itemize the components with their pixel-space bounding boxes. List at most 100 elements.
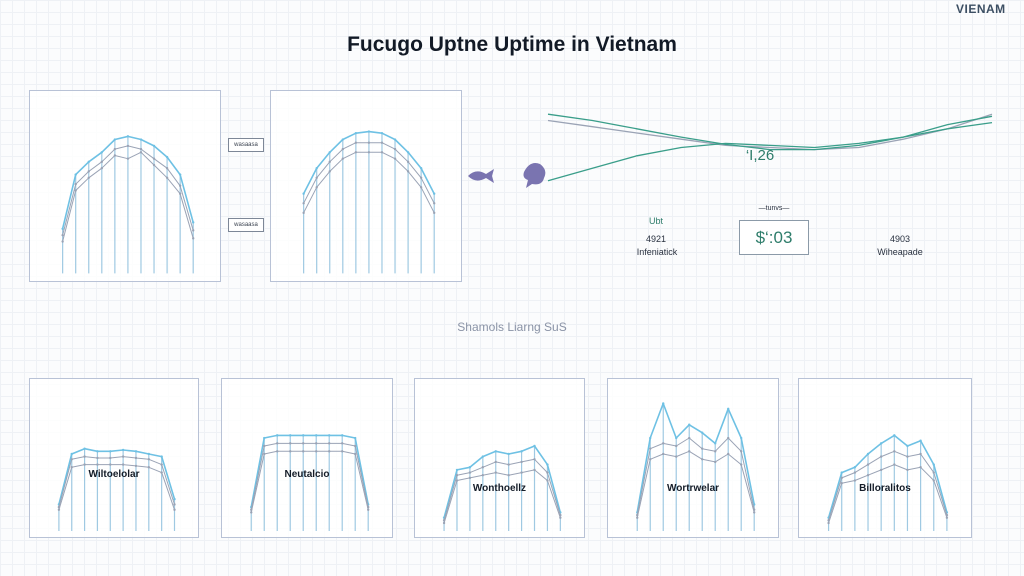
fish-icon: [466, 166, 496, 192]
data-point: [636, 516, 639, 519]
data-point: [139, 147, 143, 151]
data-point: [866, 463, 870, 466]
data-point: [753, 511, 756, 514]
data-point: [83, 455, 86, 458]
data-point: [328, 434, 331, 437]
data-point: [276, 434, 279, 437]
series-line-2: [636, 450, 755, 518]
data-point: [250, 511, 253, 514]
data-point: [354, 444, 357, 448]
data-point: [263, 452, 266, 456]
data-point: [879, 468, 883, 472]
data-point: [853, 479, 857, 482]
data-point: [714, 442, 717, 445]
top-chart-1: [29, 90, 221, 282]
right-note-caption: Wiheapade: [877, 247, 923, 257]
data-point: [328, 450, 331, 453]
data-point: [419, 176, 423, 179]
data-point: [533, 468, 536, 472]
data-point: [302, 202, 305, 205]
data-point: [662, 452, 665, 456]
data-point: [662, 402, 665, 405]
data-point: [919, 466, 922, 469]
data-point: [354, 436, 357, 440]
data-point: [494, 460, 497, 464]
data-point: [367, 151, 371, 154]
mini-chart-5: Billoralitos: [798, 378, 972, 538]
data-point: [919, 439, 922, 442]
data-point: [263, 444, 266, 448]
data-point: [315, 450, 318, 453]
data-point: [96, 450, 99, 453]
series-line-1: [250, 442, 369, 510]
data-point: [173, 497, 176, 501]
data-point: [367, 508, 370, 511]
data-point: [675, 455, 678, 458]
data-point: [520, 471, 523, 474]
data-point: [494, 471, 497, 474]
data-point: [147, 458, 151, 461]
series-line-0: [58, 447, 176, 505]
data-point: [419, 186, 423, 189]
data-point: [315, 442, 318, 445]
data-point: [121, 463, 125, 466]
data-point: [341, 442, 344, 445]
data-point: [134, 456, 138, 460]
data-point: [315, 167, 318, 170]
data-point: [546, 463, 549, 466]
data-point: [468, 466, 472, 469]
data-point: [139, 151, 143, 154]
data-point: [302, 450, 305, 453]
data-point: [87, 176, 90, 179]
data-point: [393, 147, 397, 151]
mini-chart-2-label: Neutalcio: [284, 469, 330, 480]
data-point: [827, 521, 830, 525]
data-point: [87, 160, 90, 164]
data-point: [315, 176, 318, 179]
mini-chart-1: Wiltoelolar: [29, 378, 199, 538]
data-point: [61, 240, 64, 243]
data-point: [367, 130, 371, 133]
tag-bottom: wasaasa: [228, 218, 264, 232]
data-point: [289, 434, 292, 437]
data-point: [152, 144, 156, 148]
data-point: [74, 189, 77, 192]
data-point: [455, 468, 459, 472]
data-point: [302, 211, 305, 215]
data-point: [328, 160, 331, 164]
data-point: [126, 157, 130, 160]
top-chart-2-plot: [302, 130, 436, 274]
mini-chart-3-plot: [442, 444, 562, 531]
data-point: [173, 508, 176, 511]
data-point: [840, 481, 843, 485]
data-point: [533, 444, 536, 448]
data-point: [866, 474, 870, 477]
data-point: [57, 508, 61, 511]
data-point: [160, 471, 163, 474]
data-point: [302, 434, 305, 437]
data-point: [406, 170, 410, 173]
data-point: [113, 147, 117, 151]
data-point: [701, 458, 704, 461]
data-point: [354, 141, 358, 144]
data-point: [83, 463, 86, 466]
data-point: [328, 151, 331, 154]
data-point: [481, 455, 485, 458]
data-point: [879, 442, 883, 445]
trend-line-chart: [547, 113, 993, 182]
data-point: [866, 452, 870, 456]
data-point: [263, 436, 266, 440]
data-point: [276, 450, 279, 453]
data-point: [701, 447, 704, 450]
data-point: [649, 447, 652, 450]
data-point: [893, 463, 896, 466]
data-point: [714, 450, 717, 453]
data-point: [96, 463, 99, 466]
data-point: [442, 521, 446, 525]
data-point: [100, 160, 104, 164]
data-point: [302, 192, 305, 195]
right-note-value: 4903: [889, 234, 911, 244]
data-point: [100, 151, 104, 154]
data-point: [740, 463, 743, 466]
data-point: [134, 450, 138, 453]
